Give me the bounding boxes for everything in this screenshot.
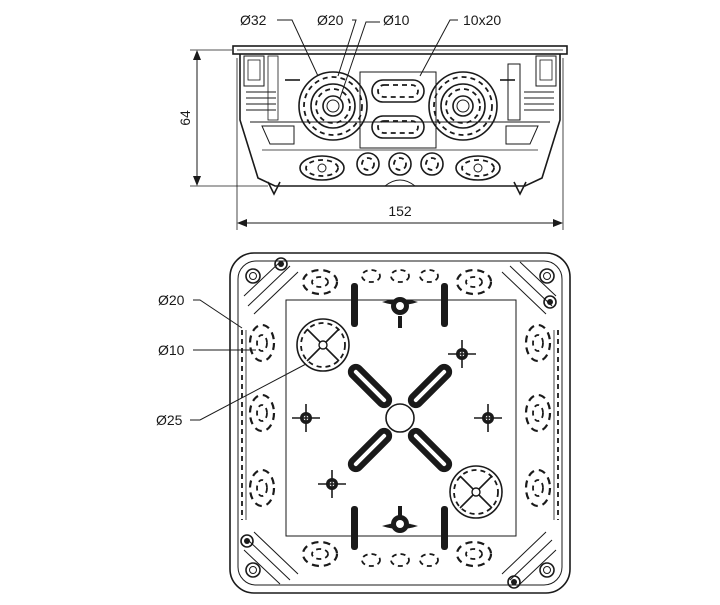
side-foot-right [513,181,527,196]
top-inner-frame [237,260,563,586]
wall-knockouts-right [524,323,559,520]
label-10x20-side: 10x20 [463,12,501,28]
label-d20-side: Ø20 [317,12,344,28]
label-d32-side: Ø32 [240,12,267,28]
dimension-height-value: 64 [177,110,193,126]
floor-knockout-lower-right [449,465,503,519]
cross-boss-left-lower [318,470,346,498]
side-knockout-left [298,71,368,141]
side-view: Ø32 Ø20 Ø10 10x20 64 152 [177,12,568,230]
screw-boss-bottom [382,506,418,533]
side-left-clip [243,55,295,145]
floor-knockout-upper-left [296,318,350,372]
dimension-width [236,58,564,230]
side-foot-left [267,181,281,196]
side-slots-center [359,71,437,149]
top-leaders [190,299,307,421]
side-body-outline [239,54,561,187]
center-hole [385,403,415,433]
cross-boss-left [292,404,320,432]
screw-boss-top [382,297,418,328]
wall-knockouts-bottom [301,540,493,568]
label-d10-top: Ø10 [158,342,185,358]
side-flange [232,45,568,55]
side-leaders [277,19,458,99]
wall-knockouts-left [241,323,276,520]
top-view: Ø20 Ø10 Ø25 [156,252,571,594]
rib-bars [351,283,448,550]
label-d10-side: Ø10 [383,12,410,28]
corner-ribs [243,261,557,585]
side-knockout-right [428,71,498,141]
top-outer-frame [229,252,571,594]
dimension-height [190,49,268,187]
side-lower-knockouts [299,152,501,187]
diagonal-slots [347,363,453,473]
wall-knockouts-top [301,268,493,296]
cross-boss-right [474,404,502,432]
side-right-clip [505,55,557,145]
label-d25-top: Ø25 [156,412,183,428]
corner-holes [240,257,557,589]
label-d20-top: Ø20 [158,292,185,308]
cross-boss-right-upper [448,340,476,368]
dimension-width-value: 152 [388,203,412,219]
